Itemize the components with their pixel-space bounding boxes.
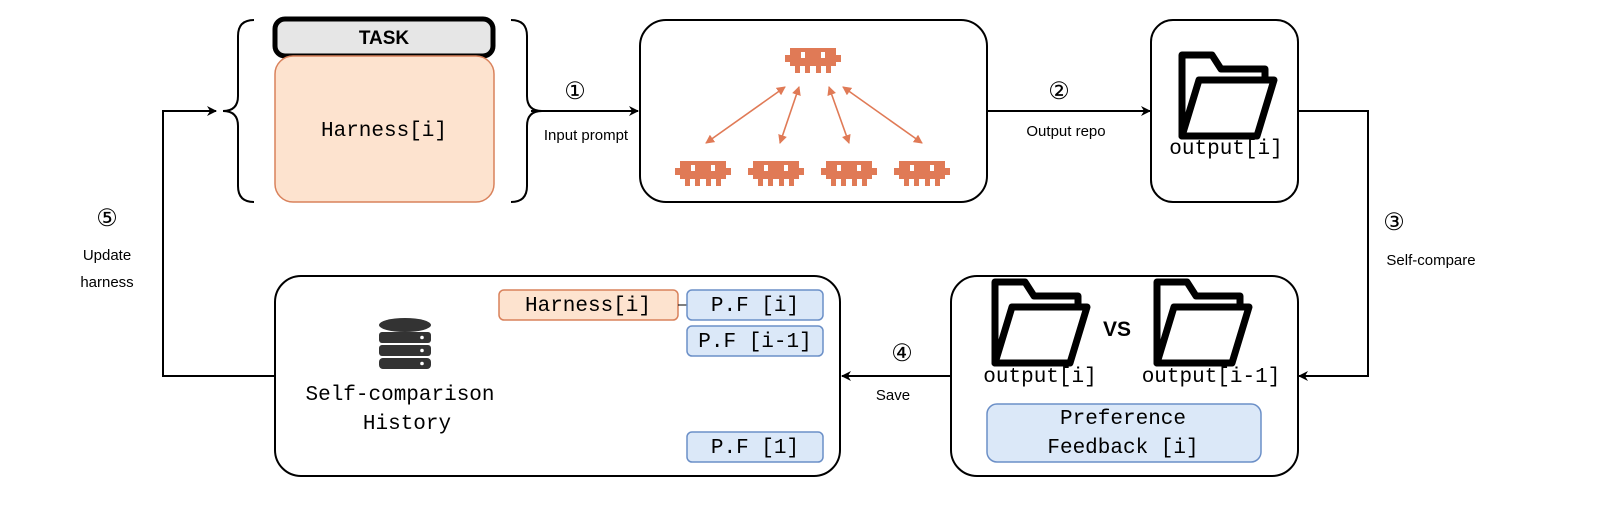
- database-icon: [379, 318, 431, 369]
- step-1-label: Input prompt: [544, 127, 629, 144]
- history-entry-previous: [686, 325, 824, 357]
- history-entry-previous-label: P.F [i-1]: [698, 331, 811, 354]
- history-title-line1: Self-comparison: [305, 384, 494, 407]
- harness-box: [274, 55, 495, 203]
- history-entry-current-label: P.F [i]: [711, 295, 799, 318]
- history-entry-first: [686, 431, 824, 463]
- step-5-label-line1: Update: [83, 247, 131, 264]
- left-curly-brace: [222, 19, 255, 203]
- history-harness-tag-label: Harness[i]: [525, 295, 651, 318]
- current-output-label: output[i]: [983, 366, 1096, 389]
- arrow-self-compare: [1298, 110, 1369, 381]
- history-title-line2: History: [363, 413, 451, 436]
- preference-feedback-line1: Preference: [1060, 408, 1186, 431]
- agent-arrows: [705, 86, 923, 144]
- agent-link-arrow-4: [842, 86, 923, 144]
- agent-link-arrow-1: [705, 86, 786, 144]
- step-3-label: Self-compare: [1386, 252, 1475, 269]
- step-5-label-line2: harness: [80, 274, 133, 291]
- output-box: [1150, 19, 1299, 203]
- step-4-number: ④: [891, 340, 913, 367]
- agent-link-arrow-2: [778, 86, 801, 144]
- step-5-number: ⑤: [96, 205, 118, 232]
- arrow-update-harness: [162, 106, 275, 377]
- step-3-number: ③: [1383, 209, 1405, 236]
- history-entry-first-label: P.F [1]: [711, 437, 799, 460]
- right-curly-brace: [510, 19, 543, 203]
- preference-feedback-box: [986, 403, 1262, 463]
- previous-output-label: output[i-1]: [1142, 366, 1281, 389]
- vs-label: VS: [1103, 318, 1131, 341]
- step-4-label: Save: [876, 387, 910, 404]
- harness-label: Harness[i]: [321, 120, 447, 143]
- task-title: TASK: [359, 28, 410, 49]
- step-2-label: Output repo: [1026, 123, 1105, 140]
- step-2-number: ②: [1048, 78, 1070, 105]
- preference-feedback-line2: Feedback [i]: [1047, 437, 1198, 460]
- agents-box: [639, 19, 988, 203]
- output-label: output[i]: [1169, 138, 1282, 161]
- step-1-number: ①: [564, 78, 586, 105]
- history-entry-current: [686, 289, 824, 321]
